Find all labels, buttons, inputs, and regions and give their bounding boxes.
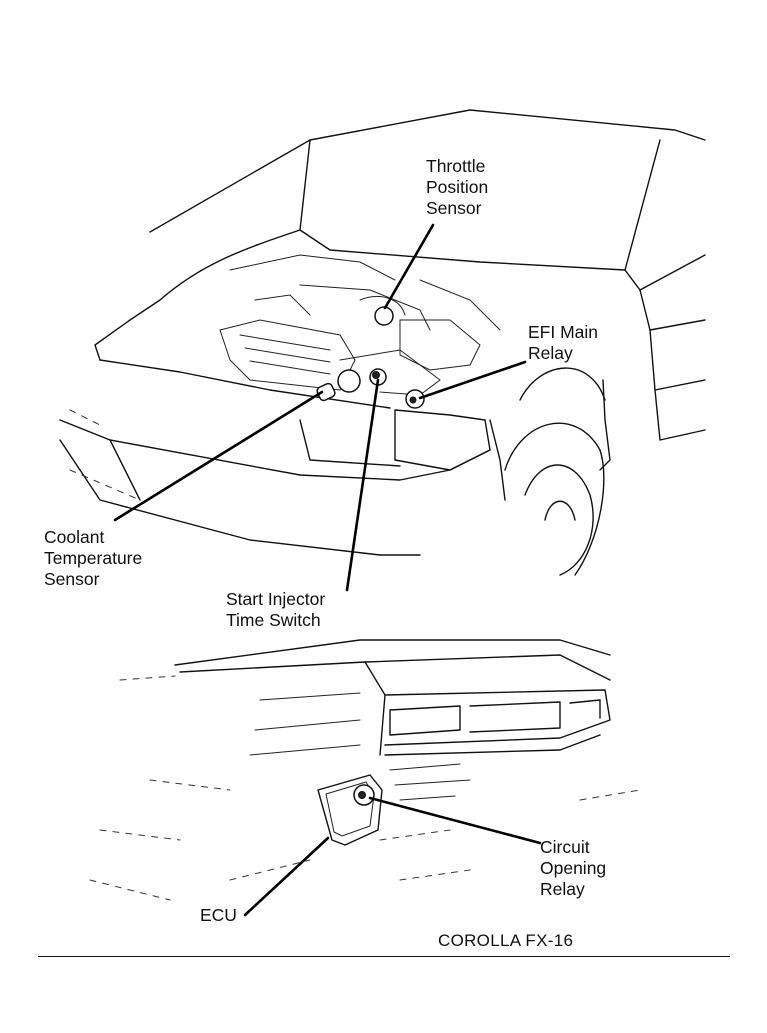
start-injector-time-switch-leader	[345, 378, 380, 592]
circuit-opening-relay-label: Circuit Opening Relay	[540, 837, 607, 899]
circuit-opening-relay-leader	[368, 796, 542, 845]
coolant-temperature-sensor-label: Coolant Temperature Sensor	[44, 527, 143, 589]
efi-main-relay-leader	[418, 360, 527, 400]
ecu-box	[317, 774, 383, 846]
start-injector-time-switch-label: Start Injector Time Switch	[226, 589, 326, 630]
car-front-drawing	[59, 109, 706, 576]
bottom-divider	[38, 956, 730, 957]
throttle-position-sensor-part	[374, 306, 394, 326]
dashboard-drawing	[89, 639, 641, 901]
throttle-position-sensor-leader	[383, 223, 435, 310]
ecu-leader	[243, 836, 330, 917]
throttle-position-sensor-label: Throttle Position Sensor	[426, 156, 489, 218]
coolant-temperature-sensor-leader	[113, 390, 324, 522]
ecu-label: ECU	[200, 905, 237, 925]
efi-main-relay-label: EFI Main Relay	[528, 322, 599, 363]
figure-caption: COROLLA FX-16	[438, 931, 574, 950]
